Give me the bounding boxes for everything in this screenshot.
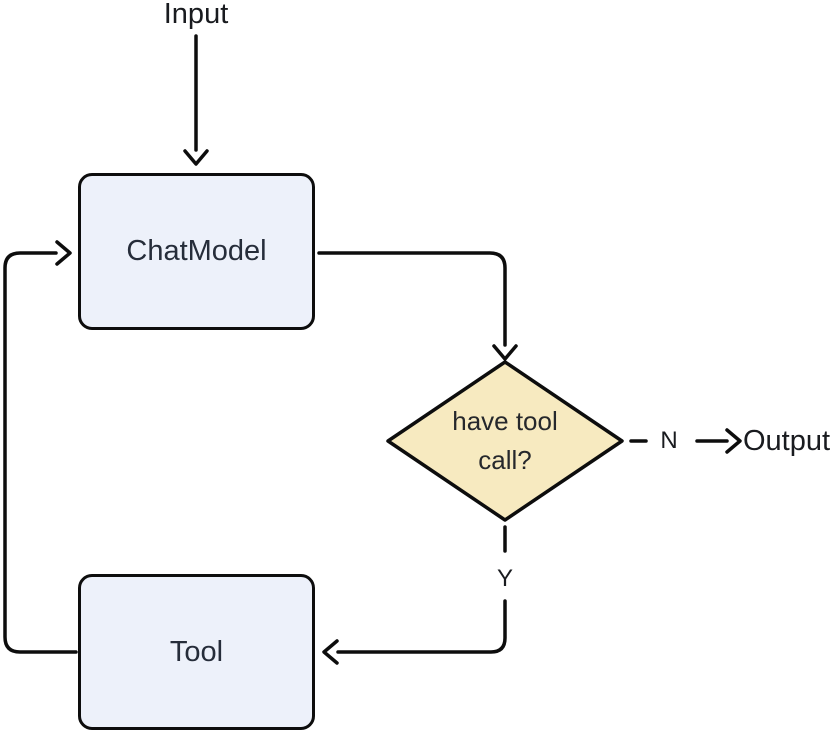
- tool-label: Tool: [169, 635, 224, 668]
- decision-label: have tool call?: [452, 406, 558, 475]
- decision-to-tool-edge: [336, 599, 507, 654]
- decision-diamond: [386, 360, 624, 522]
- chatmodel-to-decision-edge: [317, 251, 507, 347]
- input-label: Input: [163, 0, 229, 30]
- arrowhead-right-icon: [55, 240, 72, 266]
- node-tool: Tool: [78, 574, 315, 730]
- arrowhead-down-icon: [492, 344, 518, 361]
- arrowhead-left-icon: [322, 639, 339, 665]
- tool-to-chatmodel-edge: [3, 251, 78, 654]
- edge-label-yes: Y: [496, 565, 514, 592]
- arrowhead-down-icon: [183, 149, 209, 166]
- arrowhead-right-icon: [725, 428, 742, 454]
- edge-label-no: N: [660, 427, 678, 454]
- node-chatmodel: ChatModel: [78, 173, 315, 330]
- chatmodel-label: ChatModel: [126, 235, 267, 267]
- output-label: Output: [743, 425, 831, 457]
